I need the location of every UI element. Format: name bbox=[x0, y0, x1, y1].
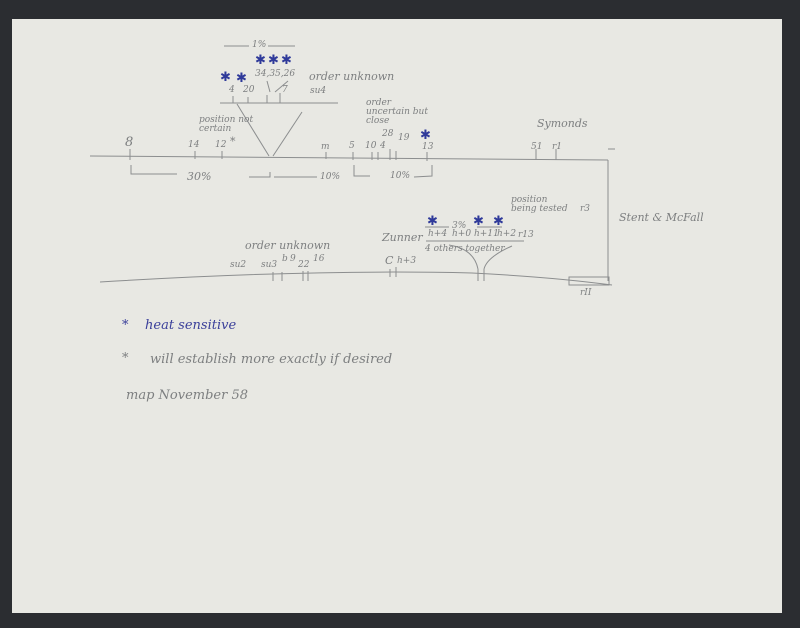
lower-inset-distance: 3% bbox=[452, 221, 467, 231]
locus-label: h+4 bbox=[428, 229, 448, 239]
heat-sensitive-star-icon: ✱ bbox=[220, 70, 231, 85]
heat-sensitive-star-icon: ✱ bbox=[236, 71, 247, 86]
locus-label: h+0 bbox=[452, 229, 472, 239]
locus-label: 4 bbox=[229, 85, 235, 95]
locus-label: 12 bbox=[215, 140, 227, 150]
position-being-tested-note: position being tested bbox=[511, 195, 568, 215]
heat-sensitive-legend: heat sensitive bbox=[145, 318, 237, 333]
order-unknown-note: order unknown bbox=[245, 239, 331, 252]
locus-label: su3 bbox=[261, 260, 278, 270]
pencil-star-symbol: * bbox=[122, 351, 129, 366]
locus-label: h+11 bbox=[474, 229, 499, 239]
distance-label: 10% bbox=[390, 171, 411, 181]
heat-sensitive-star-icon: ✱ bbox=[255, 53, 266, 68]
others-together-note: 4 others together bbox=[425, 244, 505, 254]
heat-sensitive-star-icon: ✱ bbox=[420, 128, 431, 143]
heat-sensitive-star-icon: ✱ bbox=[281, 53, 292, 68]
locus-label: m bbox=[321, 142, 330, 152]
r3-label: r3 bbox=[580, 204, 591, 214]
locus-label: r1 bbox=[552, 142, 563, 152]
locus-label: 51 bbox=[531, 142, 543, 152]
locus-label: 22 bbox=[298, 260, 310, 270]
locus-label: 14 bbox=[188, 140, 200, 150]
locus-label: C bbox=[385, 254, 394, 267]
zunner-label: Zunner bbox=[382, 231, 423, 244]
order-uncertain-note: order uncertain but close bbox=[366, 98, 428, 126]
distance-label: 30% bbox=[187, 170, 212, 183]
locus-label: su2 bbox=[230, 260, 247, 270]
locus-label: 7 bbox=[282, 85, 288, 95]
heat-sensitive-star-icon: ✱ bbox=[473, 214, 484, 229]
locus-label: su4 bbox=[310, 86, 327, 96]
locus-label: 34,35,26 bbox=[255, 69, 296, 79]
locus-label: 19 bbox=[398, 133, 410, 143]
upper-inset-distance: 1% bbox=[252, 40, 267, 50]
locus-label: 9 bbox=[290, 254, 296, 264]
locus-label: 10 bbox=[365, 141, 377, 151]
order-unknown-note: order unknown bbox=[309, 70, 395, 83]
heat-sensitive-star-icon: ✱ bbox=[493, 214, 504, 229]
upper-ticks bbox=[129, 149, 557, 161]
heat-sensitive-star-icon: ✱ bbox=[427, 214, 438, 229]
locus-label: 28 bbox=[382, 129, 394, 139]
lower-map-line bbox=[99, 271, 613, 286]
distance-label: 10% bbox=[320, 172, 341, 182]
locus-label: r13 bbox=[518, 230, 534, 240]
position-not-certain-note: position not certain bbox=[199, 115, 254, 134]
map-lines bbox=[89, 45, 615, 286]
locus-label: 16 bbox=[313, 254, 325, 264]
locus-label: 20 bbox=[243, 85, 255, 95]
upper-map-line bbox=[89, 155, 609, 161]
locus-label: 8 bbox=[125, 135, 134, 150]
heat-sensitive-star-icon: ✱ bbox=[268, 53, 279, 68]
blue-star-symbol: * bbox=[122, 318, 129, 333]
establish-note: will establish more exactly if desired bbox=[150, 352, 393, 367]
locus-label: b bbox=[282, 254, 288, 264]
locus-label: 4 bbox=[380, 141, 386, 151]
stent-mcfall-label: Stent & McFall bbox=[619, 211, 704, 224]
rII-label: rII bbox=[580, 288, 592, 298]
locus-label: 13 bbox=[422, 142, 434, 152]
locus-label: h+3 bbox=[397, 256, 417, 266]
locus-label: 5 bbox=[349, 141, 355, 151]
document-page: 1% ✱ ✱ ✱ ✱ ✱ 4 20 34,35,26 7 su4 order u… bbox=[12, 19, 782, 613]
locus-label: h+2 bbox=[497, 229, 517, 239]
position-uncertain-star-icon: * bbox=[230, 135, 236, 148]
symonds-label: Symonds bbox=[537, 117, 588, 130]
map-date: map November 58 bbox=[126, 388, 249, 403]
